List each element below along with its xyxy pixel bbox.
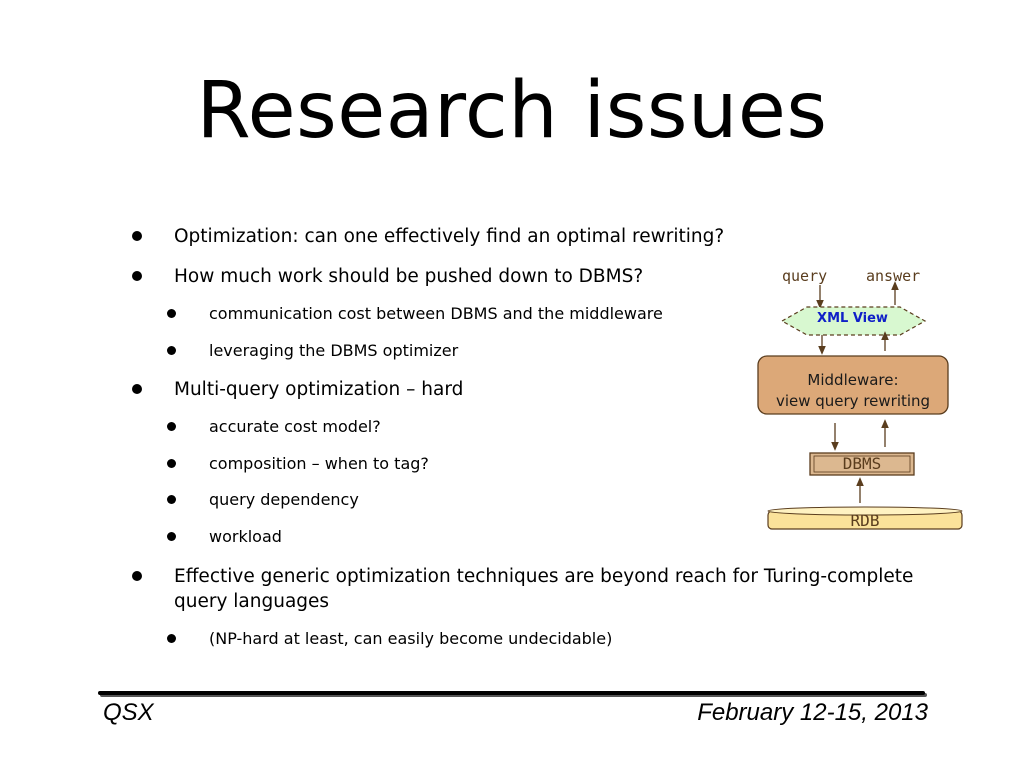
diagram-shapes [757, 281, 963, 530]
bullet-text: Multi-query optimization – hard [174, 379, 464, 400]
sub-bullet-item: workload [167, 526, 909, 548]
bullet-dot-icon [167, 495, 176, 504]
sub-bullet-item: composition – when to tag? [167, 453, 909, 475]
sub-bullet-text: query dependency [209, 490, 359, 509]
sub-bullet-item: leveraging the DBMS optimizer [167, 340, 909, 362]
middleware-label: Middleware: view query rewriting [758, 370, 948, 412]
dbms-inner-border [813, 455, 911, 473]
bullet-item: Effective generic optimization technique… [132, 564, 934, 614]
bullet-dot-icon [167, 634, 176, 643]
bullet-item: Multi-query optimization – hard [132, 377, 934, 402]
sub-bullet-item: communication cost between DBMS and the … [167, 303, 909, 325]
bullet-dot-icon [132, 571, 142, 581]
query-label: query [782, 267, 828, 285]
bullet-dot-icon [167, 309, 176, 318]
middleware-subtitle: view query rewriting [775, 392, 931, 410]
bullet-item: Optimization: can one effectively find a… [132, 224, 934, 249]
dbms-box [809, 452, 915, 476]
footer-divider [98, 691, 925, 695]
sub-bullet-text: communication cost between DBMS and the … [209, 304, 663, 323]
sub-bullet-item: query dependency [167, 489, 909, 511]
sub-bullet-text: accurate cost model? [209, 417, 381, 436]
rdb-cylinder-top [767, 506, 963, 516]
slide-title: Research issues [196, 66, 828, 156]
sub-bullet-text: workload [209, 527, 282, 546]
dbms-label: DBMS [842, 454, 882, 473]
sub-bullet-text: (NP-hard at least, can easily become und… [209, 629, 613, 648]
answer-label: answer [866, 267, 921, 285]
xml-view-shape [780, 306, 927, 336]
bullet-dot-icon [167, 532, 176, 541]
bullet-text: Effective generic optimization technique… [174, 566, 914, 612]
bullet-dot-icon [132, 271, 142, 281]
bullet-dot-icon [132, 231, 142, 241]
xml-view-label: XML View [817, 311, 888, 326]
rdb-label: RDB [850, 511, 880, 530]
bullet-dot-icon [167, 459, 176, 468]
footer-date: February 12-15, 2013 [697, 699, 928, 726]
middleware-box [757, 355, 949, 415]
bullet-dot-icon [132, 384, 142, 394]
sub-bullet-text: leveraging the DBMS optimizer [209, 341, 459, 360]
bullet-item: How much work should be pushed down to D… [132, 264, 934, 289]
sub-bullet-item: (NP-hard at least, can easily become und… [167, 628, 909, 650]
sub-bullet-item: accurate cost model? [167, 416, 909, 438]
sub-bullet-text: composition – when to tag? [209, 454, 429, 473]
footer-course: QSX [103, 699, 154, 726]
bullet-text: Optimization: can one effectively find a… [174, 226, 725, 247]
bullet-dot-icon [167, 422, 176, 431]
architecture-diagram: query answer XML View Middleware: view q… [740, 255, 980, 545]
bullet-dot-icon [167, 346, 176, 355]
middleware-title: Middleware: [807, 371, 899, 389]
bullet-text: How much work should be pushed down to D… [174, 266, 644, 287]
